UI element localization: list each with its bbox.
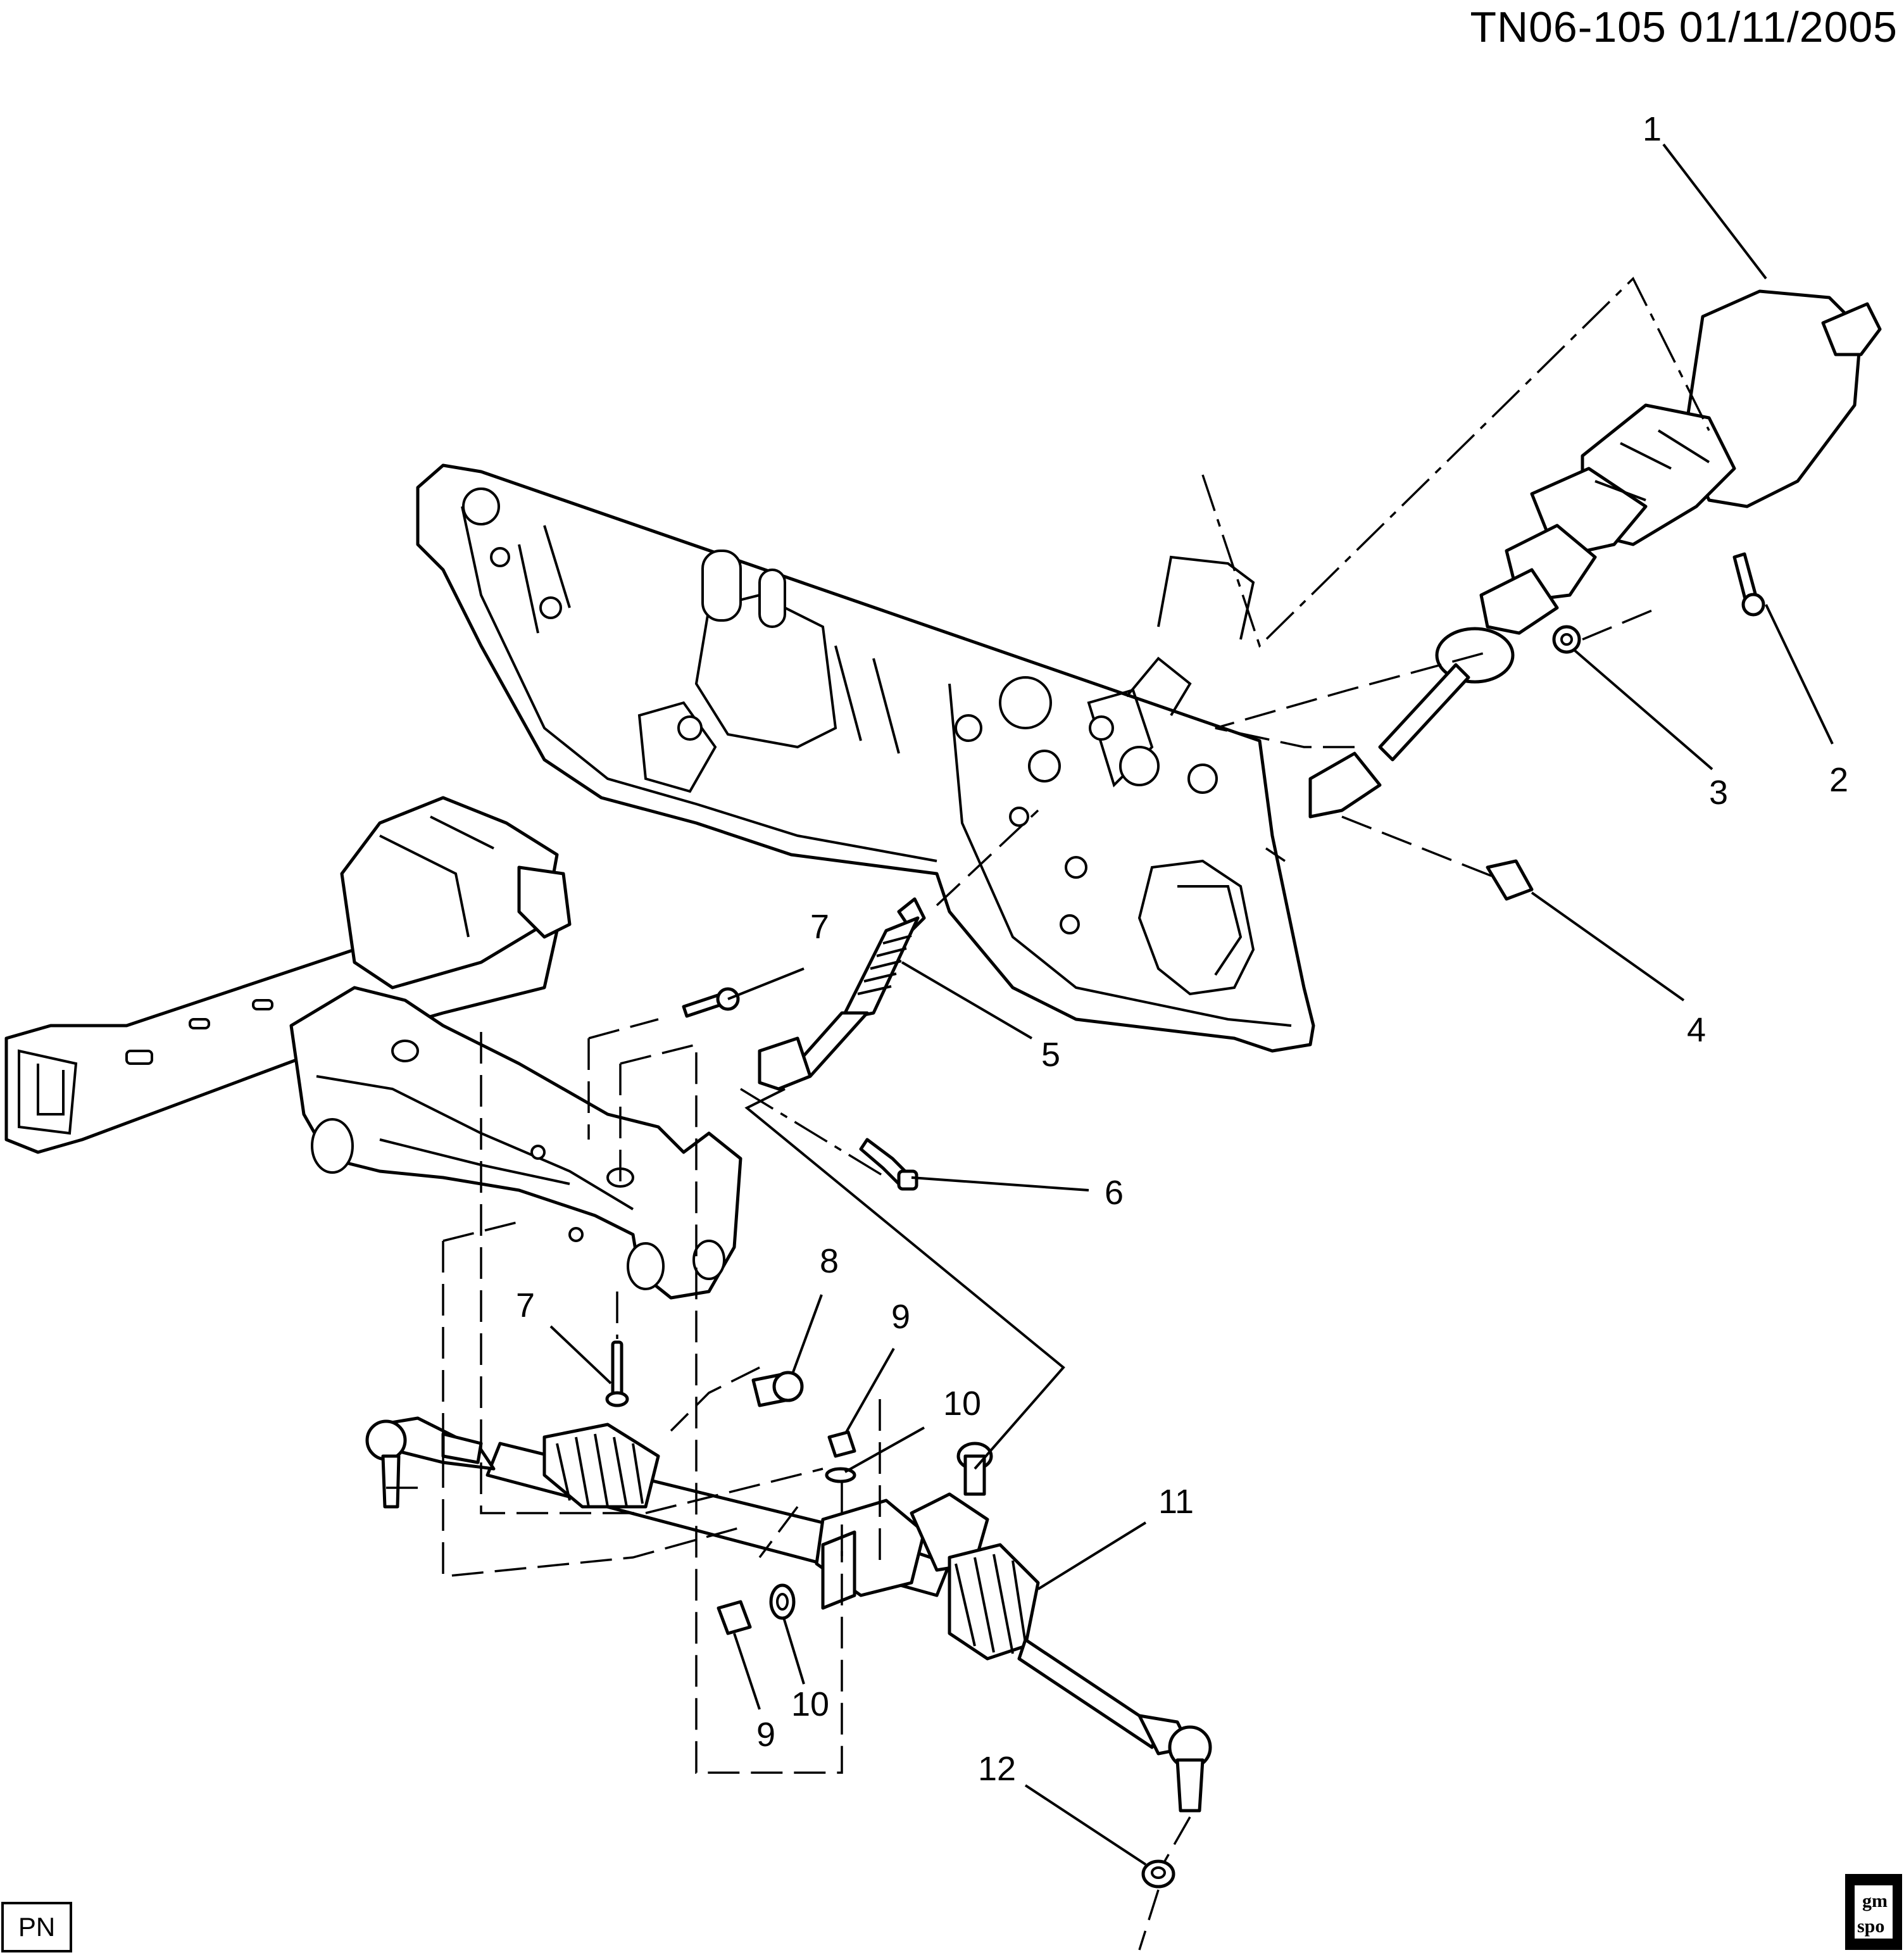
callout-7-lower: 7 xyxy=(516,1286,535,1324)
callout-9-upper: 9 xyxy=(891,1298,910,1336)
nut-item-9-upper xyxy=(827,1430,856,1458)
intermediate-shaft-upper xyxy=(1308,627,1515,819)
callout-12: 12 xyxy=(978,1750,1016,1788)
callout-10-lower: 10 xyxy=(791,1685,829,1723)
steering-column xyxy=(1479,289,1882,635)
callout-3: 3 xyxy=(1709,774,1728,812)
bolt-item-4 xyxy=(1486,859,1534,901)
callout-6: 6 xyxy=(1105,1174,1124,1212)
nut-item-3 xyxy=(1552,625,1581,654)
callout-4: 4 xyxy=(1687,1011,1706,1049)
front-frame-rail xyxy=(4,796,572,1154)
engine-cradle xyxy=(289,986,742,1300)
tie-rod-end-left xyxy=(365,1416,496,1509)
pn-badge: PN xyxy=(1,1902,72,1952)
bolt-item-2 xyxy=(1732,552,1765,617)
callout-2: 2 xyxy=(1829,761,1848,799)
logo-text-top: gm xyxy=(1862,1890,1888,1911)
intermediate-shaft-lower xyxy=(758,897,926,1091)
callout-labels: 1 2 3 4 5 6 7 7 8 9 10 11 9 10 12 xyxy=(516,110,1848,1788)
callout-9-lower: 9 xyxy=(756,1716,775,1754)
gm-spo-logo: gm spo xyxy=(1845,1874,1902,1950)
callout-10-upper: 10 xyxy=(943,1385,981,1423)
steering-gear-rack xyxy=(485,1423,1160,1749)
logo-text-bottom: spo xyxy=(1857,1916,1884,1937)
bolt-item-7-lower xyxy=(605,1340,629,1407)
washer-item-10-lower xyxy=(769,1583,796,1620)
callout-11: 11 xyxy=(1158,1483,1194,1521)
tie-rod-end-right xyxy=(1137,1714,1212,1813)
callout-7-upper: 7 xyxy=(810,908,829,946)
nut-item-12 xyxy=(1141,1859,1175,1889)
leader-lines xyxy=(549,143,1834,1866)
callout-8: 8 xyxy=(820,1242,839,1280)
firewall-panel xyxy=(416,463,1315,1053)
bolt-item-7-upper xyxy=(682,987,740,1018)
callout-5: 5 xyxy=(1041,1036,1060,1074)
bolt-item-8 xyxy=(751,1371,804,1407)
callout-1: 1 xyxy=(1643,110,1662,148)
alignment-lines xyxy=(380,277,1710,1951)
bolt-item-6 xyxy=(859,1138,918,1191)
diagram-reference-code: TN06-105 01/11/2005 xyxy=(1470,3,1898,51)
washer-item-10-upper xyxy=(825,1467,856,1483)
nut-item-9-lower xyxy=(717,1600,752,1635)
